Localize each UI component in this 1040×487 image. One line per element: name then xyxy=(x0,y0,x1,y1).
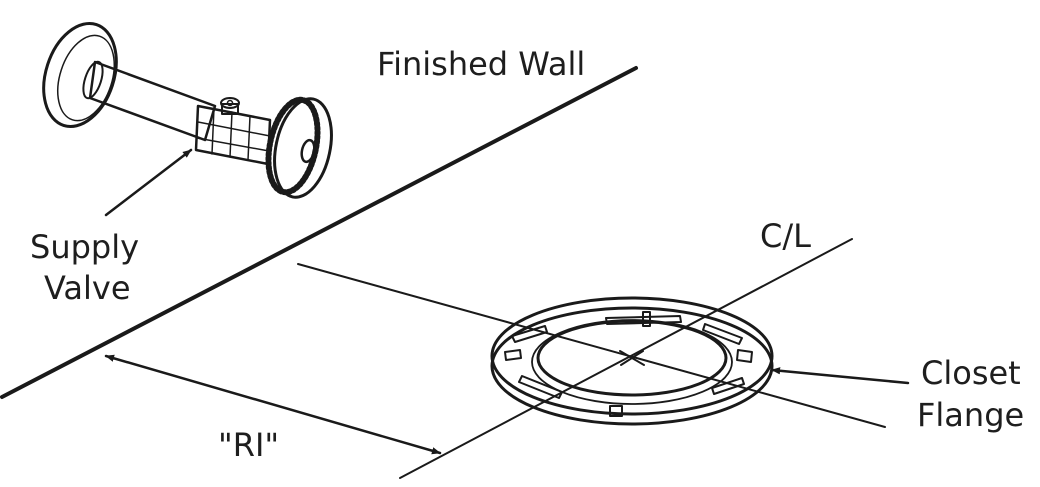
rough-in-dimension-arrow xyxy=(104,354,442,455)
finished-wall-line xyxy=(0,66,638,399)
supply-valve-label-line1: Supply xyxy=(30,228,139,266)
supply-valve-leader-arrow xyxy=(104,148,193,217)
supply-valve-label-line2: Valve xyxy=(44,269,131,307)
finished-wall-label: Finished Wall xyxy=(377,45,585,83)
centerline-label: C/L xyxy=(760,217,811,255)
centerline xyxy=(399,238,853,479)
closet-flange-label-line1: Closet xyxy=(921,354,1021,392)
supply-valve-illustration xyxy=(42,22,333,199)
closet-flange-label-line2: Flange xyxy=(917,396,1024,434)
closet-flange-leader-arrow xyxy=(770,367,910,385)
rough-in-label: "RI" xyxy=(218,426,279,464)
closet-flange-illustration xyxy=(490,296,774,426)
flange-reference-line xyxy=(297,263,886,428)
